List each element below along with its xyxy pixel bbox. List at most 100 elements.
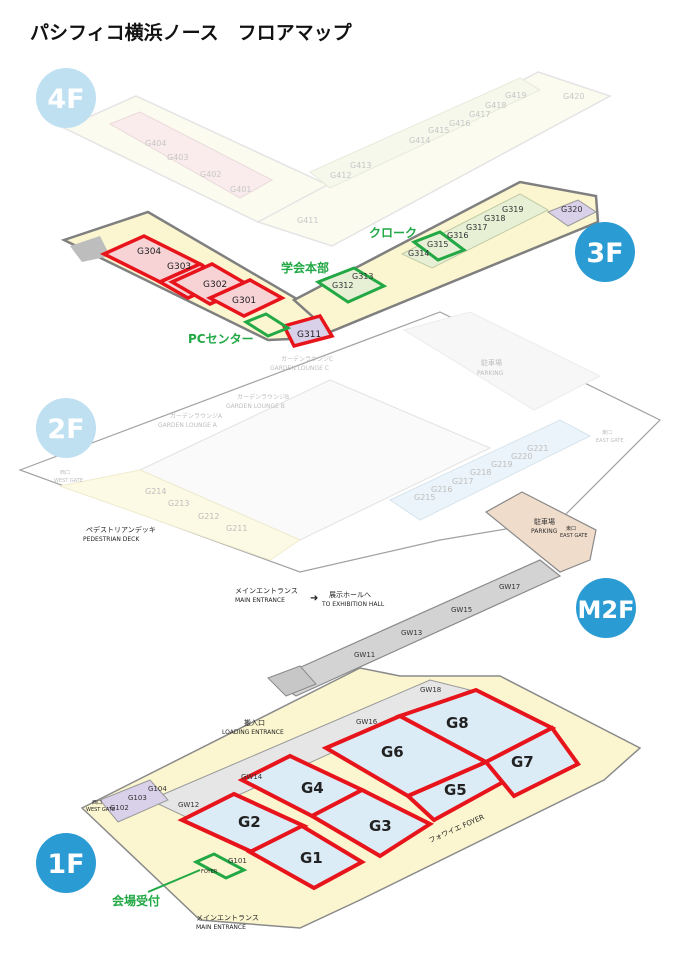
room-g413: G413	[350, 161, 371, 170]
room-g415: G415	[428, 126, 449, 135]
room-g102: G102	[110, 804, 129, 812]
floor-1f: G1 G2 G3 G4 G5 G6 G7 G8 G101 G102 G103 G…	[80, 667, 642, 931]
room-g212: G212	[198, 512, 219, 521]
room-g316: G316	[447, 231, 468, 240]
lounge-b-en: GARDEN LOUNGE B	[226, 403, 285, 410]
room-g103: G103	[128, 794, 147, 802]
room-g320-shape	[546, 199, 597, 227]
room-g211: G211	[226, 524, 247, 533]
room-g4: G4	[301, 779, 324, 797]
badge-m2f: M2F	[576, 578, 636, 638]
west-gate-2f-en: WEST GATE	[54, 478, 83, 484]
badge-4f-label: 4F	[47, 84, 84, 115]
room-g416: G416	[449, 119, 470, 128]
room-g412: G412	[330, 171, 351, 180]
pedestrian-deck-jp: ペデストリアンデッキ	[86, 525, 156, 534]
room-g6: G6	[381, 743, 404, 761]
floor-4f-green-block	[309, 77, 542, 189]
room-g404: G404	[145, 139, 166, 148]
room-g319: G319	[502, 205, 523, 214]
floor-4f: G404 G403 G402 G401 G411 G412 G413 G414 …	[62, 71, 612, 247]
main-entrance-1f-en: MAIN ENTRANCE	[196, 924, 246, 931]
room-g317: G317	[466, 223, 487, 232]
room-g419: G419	[505, 91, 526, 100]
badge-4f: 4F	[36, 68, 96, 128]
room-g312-highlight	[314, 266, 388, 304]
parking-2f-jp: 駐車場	[481, 358, 502, 367]
floor-4f-room-block	[108, 111, 274, 199]
to-exhibition-hall-en: TO EXHIBITION HALL	[321, 601, 385, 608]
room-gw12: GW12	[178, 801, 199, 809]
room-g220: G220	[511, 452, 532, 461]
room-gw11: GW11	[354, 651, 375, 659]
main-entrance-1f-jp: メインエントランス	[196, 914, 259, 922]
room-g5: G5	[444, 781, 467, 799]
area-pc-center-highlight	[242, 312, 292, 338]
room-g420: G420	[563, 92, 584, 101]
reception-leader-line	[147, 869, 201, 893]
floor-2f-rooms-right	[388, 419, 592, 521]
room-g403: G403	[167, 153, 188, 162]
parking-annex-en: PARKING	[531, 528, 558, 535]
room-g314: G314	[408, 249, 429, 258]
badge-1f: 1F	[36, 833, 96, 893]
callout-cloak: クローク	[369, 226, 417, 240]
foyer-small-label: FOYER	[201, 869, 218, 875]
room-g402: G402	[200, 170, 221, 179]
lounge-c-en: GARDEN LOUNGE C	[270, 365, 329, 372]
room-g1-highlight	[245, 823, 367, 891]
floor-3f-service-left	[70, 236, 110, 262]
room-g301-highlight	[206, 278, 286, 318]
east-gate-2f-en: EAST GATE	[596, 438, 624, 444]
room-g312: G312	[332, 281, 353, 290]
parking-annex-jp: 駐車場	[534, 517, 555, 526]
west-gate-1f-jp: 西口	[92, 800, 102, 806]
room-g219: G219	[491, 460, 512, 469]
floor-m2f: GW17 GW15 GW13 GW11	[267, 559, 562, 697]
room-g221: G221	[527, 444, 548, 453]
room-g411: G411	[297, 216, 318, 225]
badge-2f-label: 2F	[47, 414, 84, 445]
room-g214: G214	[145, 487, 166, 496]
floor-2f-parking-annex	[484, 491, 597, 573]
room-g215: G215	[414, 493, 435, 502]
room-g213: G213	[168, 499, 189, 508]
room-g311-highlight	[281, 313, 335, 349]
east-gate-2f-jp: 東口	[602, 429, 612, 436]
room-g315-highlight	[410, 230, 468, 262]
room-g2: G2	[238, 813, 261, 831]
room-g320: G320	[561, 205, 582, 214]
room-g318: G318	[484, 214, 505, 223]
pedestrian-deck-en: PEDESTRIAN DECK	[83, 536, 140, 543]
page-title: パシフィコ横浜ノース フロアマップ	[30, 22, 352, 44]
lounge-a-en: GARDEN LOUNGE A	[158, 422, 218, 429]
west-gate-2f-jp: 西口	[60, 470, 70, 476]
room-g217: G217	[452, 477, 473, 486]
room-g418: G418	[485, 101, 506, 110]
room-g216: G216	[431, 485, 452, 494]
badge-2f: 2F	[36, 398, 96, 458]
area-reception-highlight	[192, 852, 248, 880]
room-g302: G302	[203, 280, 227, 290]
floor-1f-small-rooms	[99, 779, 169, 823]
badge-1f-label: 1F	[47, 849, 84, 880]
lounge-a-jp: ガーデンラウンジA	[170, 412, 223, 420]
room-g7-highlight	[482, 725, 581, 799]
main-entrance-2f-en: MAIN ENTRANCE	[235, 597, 285, 604]
room-g101: G101	[228, 857, 247, 865]
room-gw15: GW15	[451, 606, 472, 614]
room-g218: G218	[470, 468, 491, 477]
room-g3: G3	[369, 817, 392, 835]
room-g401: G401	[230, 185, 251, 194]
room-g315: G315	[427, 240, 448, 249]
lounge-c-jp: ガーデンラウンジC	[281, 355, 333, 363]
floor-2f-parking	[402, 311, 602, 411]
badge-3f-label: 3F	[586, 238, 623, 269]
room-g414: G414	[409, 136, 430, 145]
room-g313: G313	[352, 272, 373, 281]
main-entrance-2f-jp: メインエントランス	[235, 587, 298, 595]
to-exhibition-hall-jp: 展示ホールへ	[329, 591, 371, 599]
parking-2f-en: PARKING	[477, 370, 504, 377]
room-gw14: GW14	[241, 773, 263, 781]
